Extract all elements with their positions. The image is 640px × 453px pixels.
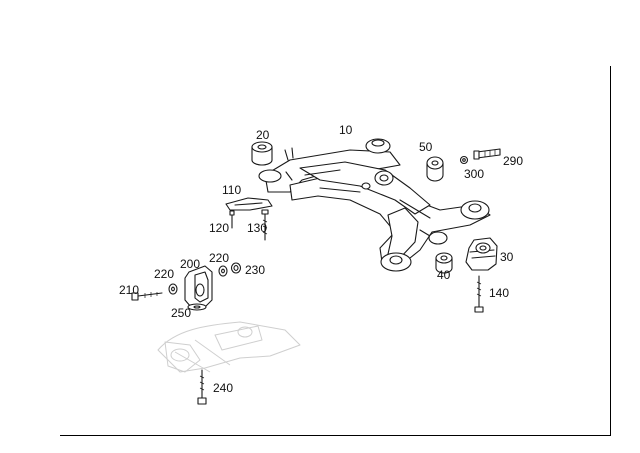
callout-30[interactable]: 30 — [500, 250, 514, 264]
callout-240[interactable]: 240 — [213, 381, 234, 395]
bolt-120 — [229, 210, 235, 229]
callout-140[interactable]: 140 — [489, 286, 510, 300]
callout-300[interactable]: 300 — [464, 167, 485, 181]
callout-120[interactable]: 120 — [209, 221, 230, 235]
washer-220-right — [218, 265, 228, 277]
washer-220-left — [168, 283, 178, 295]
callout-220-right[interactable]: 220 — [209, 251, 230, 265]
bolt-210 — [131, 292, 163, 301]
callout-50[interactable]: 50 — [419, 140, 433, 154]
bolt-290 — [473, 148, 501, 160]
mount-30 — [465, 237, 498, 271]
callout-40[interactable]: 40 — [437, 268, 451, 282]
bushing-200 — [184, 265, 213, 308]
bolt-140 — [474, 275, 484, 313]
callout-110[interactable]: 110 — [222, 183, 242, 197]
frame-border-right — [610, 66, 611, 436]
ghost-context-drawing — [157, 321, 301, 373]
callout-20[interactable]: 20 — [256, 128, 270, 142]
callout-10[interactable]: 10 — [339, 123, 353, 137]
bracket-110 — [225, 197, 273, 211]
callout-250[interactable]: 250 — [171, 306, 192, 320]
bushing-20 — [251, 141, 273, 166]
callout-230[interactable]: 230 — [245, 263, 266, 277]
washer-300 — [459, 155, 469, 165]
bushing-40 — [435, 252, 453, 274]
callout-210[interactable]: 210 — [119, 283, 140, 297]
washer-250 — [187, 303, 207, 311]
callout-290[interactable]: 290 — [503, 154, 524, 168]
nut-230 — [230, 262, 242, 274]
callout-220-left[interactable]: 220 — [154, 267, 175, 281]
rear-subframe-10 — [258, 138, 491, 272]
bolt-130 — [261, 209, 269, 241]
callout-200[interactable]: 200 — [180, 257, 201, 271]
frame-border-bottom — [60, 435, 611, 436]
callout-130[interactable]: 130 — [247, 221, 268, 235]
bolt-240 — [197, 369, 207, 405]
bushing-50 — [426, 156, 444, 182]
